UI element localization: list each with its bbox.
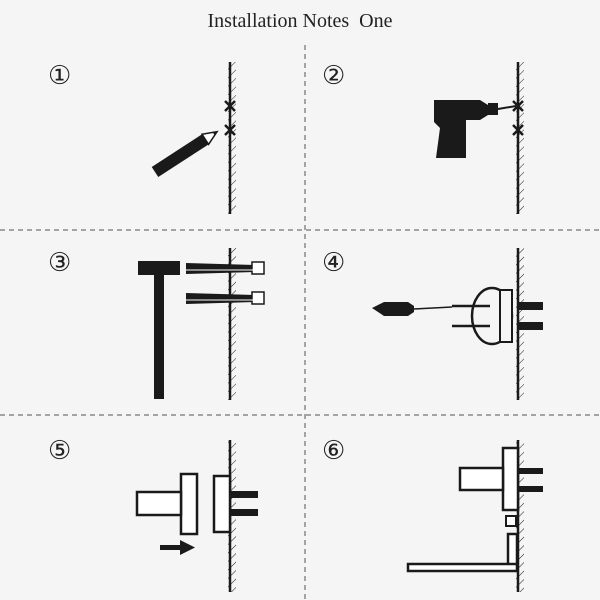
- anchor-stub: [230, 509, 258, 516]
- step-2-number: ②: [322, 61, 346, 91]
- rail-holder-icon: [458, 466, 505, 492]
- installed-rail-icon: [406, 440, 543, 592]
- step-3-number: ③: [48, 248, 72, 278]
- pencil-icon: [151, 130, 219, 178]
- grid-dividers: [0, 45, 600, 600]
- wall-anchor-icon: [186, 291, 265, 305]
- power-drill-icon: [434, 100, 517, 158]
- rail-holder-icon: [135, 472, 199, 536]
- mark-x-icon: [224, 100, 236, 136]
- wall-hatch: [228, 248, 236, 400]
- wall-hatch: [516, 62, 524, 214]
- step-5-number: ⑤: [48, 436, 72, 466]
- step-6-number: ⑥: [322, 436, 346, 466]
- anchor-stub: [518, 468, 543, 474]
- step-4-number: ④: [322, 248, 346, 278]
- slide-on-bracket-icon: [135, 440, 258, 592]
- anchor-stub: [230, 491, 258, 498]
- anchor-stub: [518, 486, 543, 492]
- hammer-icon: [138, 261, 180, 399]
- connector-icon: [505, 515, 517, 527]
- drill-wall-icon: [434, 62, 524, 214]
- screw-icon: [452, 304, 490, 328]
- screwdriver-mount-icon: [372, 248, 543, 400]
- rail-horizontal-icon: [406, 562, 519, 573]
- arrow-right-icon: [160, 540, 195, 555]
- pencil-mark-wall-icon: [151, 62, 236, 214]
- wall-anchor-icon: [186, 261, 265, 275]
- mark-x-icon: [512, 100, 524, 136]
- screwdriver-icon: [372, 302, 453, 316]
- page-title: Installation Notes One: [207, 10, 393, 32]
- wall-plate-icon: [212, 474, 232, 534]
- mount-icon: [501, 446, 520, 512]
- step-1-number: ①: [48, 61, 72, 91]
- wall-hatch: [516, 440, 524, 592]
- hammer-anchor-icon: [138, 248, 265, 400]
- wall-hatch: [228, 62, 236, 214]
- anchor-stub: [518, 322, 543, 330]
- anchor-stub: [518, 302, 543, 310]
